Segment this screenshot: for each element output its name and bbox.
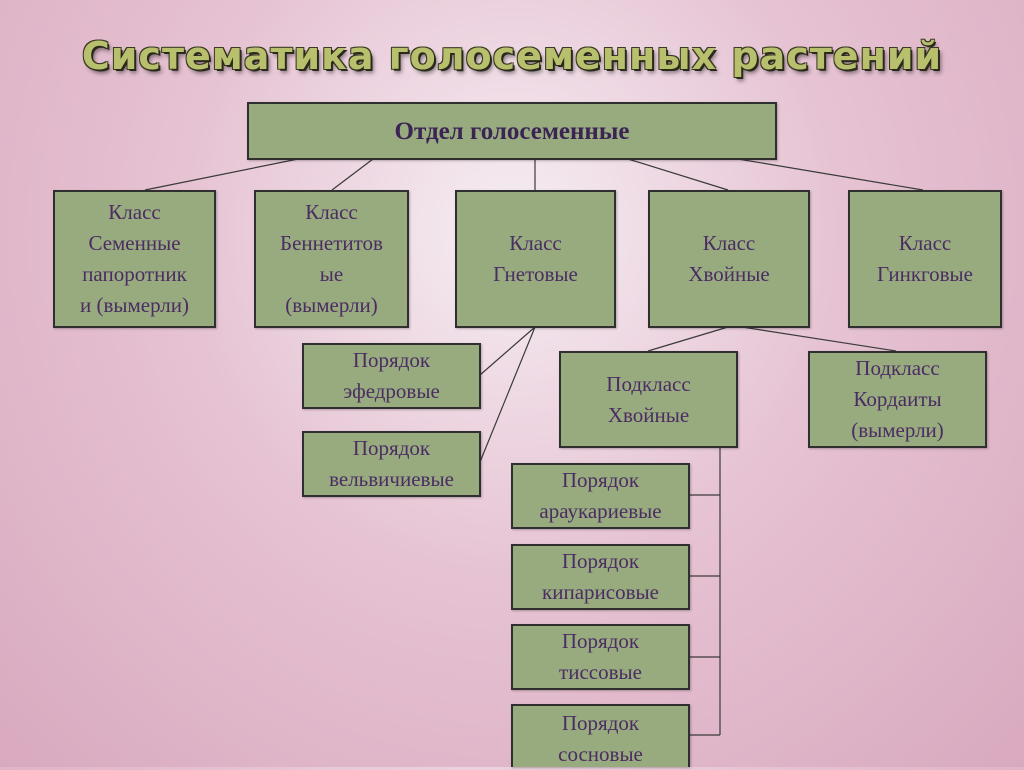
connector-root-class-1	[144, 158, 299, 191]
order-label: Порядок	[352, 436, 431, 460]
connector-conifers-subclass-1	[647, 326, 729, 352]
class-label: Класс	[305, 200, 358, 224]
root-box: Отдел голосеменные	[247, 102, 777, 160]
order-box-araucaria: Порядок араукариевые	[511, 463, 690, 529]
order-label: кипарисовые	[542, 580, 659, 604]
order-box-ephedra: Порядок эфедровые	[302, 343, 481, 409]
class-label: Семенные	[88, 231, 181, 255]
page-title: Систематика голосеменных растений	[81, 34, 943, 78]
order-label: вельвичиевые	[329, 467, 454, 491]
class-label: Гинкговые	[877, 262, 973, 286]
order-box-pine: Порядок сосновые	[511, 704, 690, 767]
class-box-bennettites: Класс Беннетитов ые (вымерли)	[254, 190, 409, 328]
subclass-label: Кордаиты	[853, 387, 942, 411]
subclass-box-conifers: Подкласс Хвойные	[559, 351, 738, 448]
subclass-box-cordaites: Подкласс Кордаиты (вымерли)	[808, 351, 987, 448]
class-label: Беннетитов	[280, 231, 383, 255]
class-label: ые	[319, 262, 344, 286]
class-label: Гнетовые	[493, 262, 578, 286]
order-label: Порядок	[561, 549, 640, 573]
class-label: Хвойные	[688, 262, 770, 286]
order-box-yew: Порядок тиссовые	[511, 624, 690, 690]
order-label: тиссовые	[559, 660, 642, 684]
order-label: араукариевые	[539, 499, 662, 523]
class-label: папоротник	[82, 262, 187, 286]
class-label: Класс	[702, 231, 756, 255]
order-box-cypress: Порядок кипарисовые	[511, 544, 690, 610]
class-label: (вымерли)	[285, 293, 378, 317]
order-box-welwitschia: Порядок вельвичиевые	[302, 431, 481, 497]
connector-root-class-5	[737, 158, 924, 191]
class-box-conifers: Класс Хвойные	[648, 190, 810, 328]
subclass-label: Хвойные	[607, 402, 690, 427]
subclass-label: Подкласс	[606, 371, 691, 396]
class-label: Класс	[509, 231, 562, 255]
order-label: Порядок	[561, 711, 640, 735]
connector-gnetales-welwitschia	[479, 326, 536, 463]
class-label: Класс	[108, 200, 161, 224]
class-box-gnetales: Класс Гнетовые	[455, 190, 616, 328]
connector-conifers-subclass-2	[741, 326, 897, 352]
order-label: Порядок	[561, 629, 640, 653]
order-label: Порядок	[352, 348, 431, 372]
class-label: Класс	[898, 231, 952, 255]
class-label: и (вымерли)	[79, 293, 190, 317]
root-label: Отдел голосеменные	[394, 117, 630, 145]
subclass-label: Подкласс	[855, 356, 940, 380]
order-label: эфедровые	[343, 379, 440, 403]
connector-root-class-4	[627, 158, 729, 191]
connector-root-class-2	[331, 158, 374, 191]
connector-gnetales-ephedra	[479, 326, 536, 376]
subclass-label: (вымерли)	[851, 418, 944, 442]
order-label: сосновые	[558, 742, 643, 766]
class-box-ginkgo: Класс Гинкговые	[848, 190, 1002, 328]
class-box-seed-ferns: Класс Семенные папоротник и (вымерли)	[53, 190, 216, 328]
order-label: Порядок	[561, 468, 640, 492]
